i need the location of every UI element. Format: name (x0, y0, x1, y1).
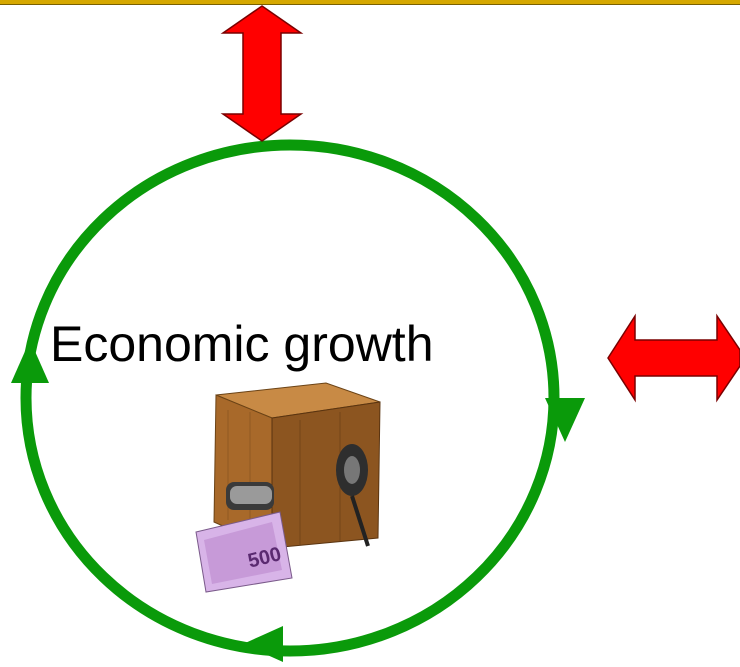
money-printing-machine-icon: 500 (195, 382, 381, 593)
double-arrow-vertical-icon (220, 5, 304, 142)
cycle-arrowhead-bottom (243, 626, 283, 662)
cycle-arrowhead-right (545, 398, 585, 442)
cycle-label: Economic growth (50, 316, 434, 372)
top-border-rule (0, 0, 740, 5)
cycle-arrowhead-left (11, 340, 49, 383)
double-arrow-horizontal-icon (607, 313, 740, 403)
